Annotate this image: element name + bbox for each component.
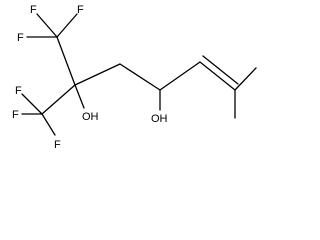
bond-cf3b-cq xyxy=(41,84,76,115)
bond-cf3a-cq xyxy=(56,36,76,86)
bond-cq-oh1 xyxy=(74,84,85,109)
atom-label-f4: F xyxy=(15,85,22,97)
bond-ch-c-double-1 xyxy=(199,61,236,91)
bond-choh-ch xyxy=(159,61,201,91)
atom-label-f2: F xyxy=(77,4,84,16)
bond-cf3b-f4 xyxy=(21,93,43,115)
bond-ch2-choh xyxy=(119,63,161,91)
bond-cf3b-f6 xyxy=(41,113,56,136)
atom-label-f3: F xyxy=(17,32,24,44)
bond-c-methyl-upper xyxy=(234,67,257,91)
atom-label-oh2: OH xyxy=(151,113,168,125)
atom-label-f6: F xyxy=(54,139,61,151)
bonds xyxy=(21,13,257,136)
atom-label-f1: F xyxy=(30,4,37,16)
structure-diagram: F F F F F F OH OH xyxy=(12,4,257,151)
structure-canvas: F F F F F F OH OH xyxy=(12,4,257,151)
atom-labels: F F F F F F OH OH xyxy=(12,4,168,151)
atom-label-oh1: OH xyxy=(82,111,99,123)
bond-ch-c-double-2 xyxy=(202,55,239,85)
bond-cf3a-f2 xyxy=(56,13,78,38)
bond-cf3a-f1 xyxy=(36,13,58,38)
atom-label-f5: F xyxy=(12,109,19,121)
bond-cq-ch2 xyxy=(74,63,121,86)
